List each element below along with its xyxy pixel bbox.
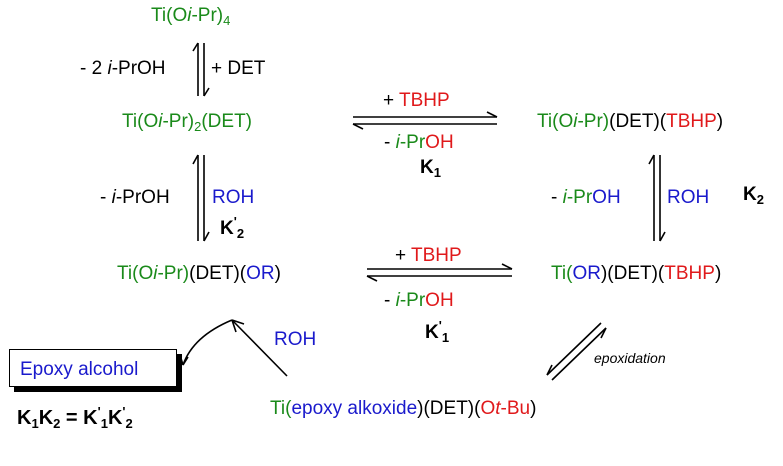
species-ti-epoxy-alkoxide: Ti(epoxy alkoxide)(DET)(Ot-Bu) [270, 398, 537, 419]
label-roh-product: ROH [274, 329, 317, 350]
equilibrium-arrow-k2 [648, 154, 666, 242]
label-minus-iproh-right: - i-PrOH [551, 187, 621, 208]
equilibrium-arrow-k1 [352, 111, 498, 130]
label-plus-det: + DET [211, 58, 266, 79]
product-release-arrow [179, 319, 288, 377]
label-minus-2-iproh: - 2 i-PrOH [80, 58, 166, 79]
species-ti-oipr-det-tbhp: Ti(Oi-Pr)(DET)(TBHP) [537, 111, 724, 132]
species-ti-or-det-tbhp: Ti(OR)(DET)(TBHP) [551, 263, 722, 284]
species-ti-oipr2-det: Ti(Oi-Pr)2(DET) [122, 111, 253, 134]
equilibrium-arrow-k2prime [192, 154, 210, 242]
label-minus-iproh-mid: - i-PrOH [384, 290, 454, 311]
label-k1: K1 [420, 157, 441, 180]
epoxy-alcohol-box: Epoxy alcohol [9, 349, 177, 387]
equilibrium-equation: K1K2 = K'1K'2 [17, 404, 133, 431]
label-k2: K2 [743, 184, 764, 207]
label-minus-iproh-top: - i-PrOH [384, 132, 454, 153]
label-roh-left: ROH [212, 187, 255, 208]
epoxidation-arrow [546, 322, 607, 381]
equilibrium-arrow-det [192, 42, 210, 97]
label-k2prime: K'2 [220, 214, 245, 241]
label-k1prime: K'1 [425, 318, 450, 345]
label-plus-tbhp-top: + TBHP [383, 90, 450, 111]
label-plus-tbhp-mid: + TBHP [395, 245, 462, 266]
equilibrium-arrow-k1prime [366, 263, 513, 282]
species-ti-oipr4: Ti(Oi-Pr)4 [151, 5, 231, 28]
label-minus-iproh-left: - i-PrOH [100, 187, 170, 208]
label-roh-right: ROH [667, 187, 710, 208]
label-epoxidation: epoxidation [594, 350, 666, 366]
species-ti-oipr-det-or: Ti(Oi-Pr)(DET)(OR) [117, 263, 281, 284]
epoxy-alcohol-label: Epoxy alcohol [20, 359, 139, 380]
